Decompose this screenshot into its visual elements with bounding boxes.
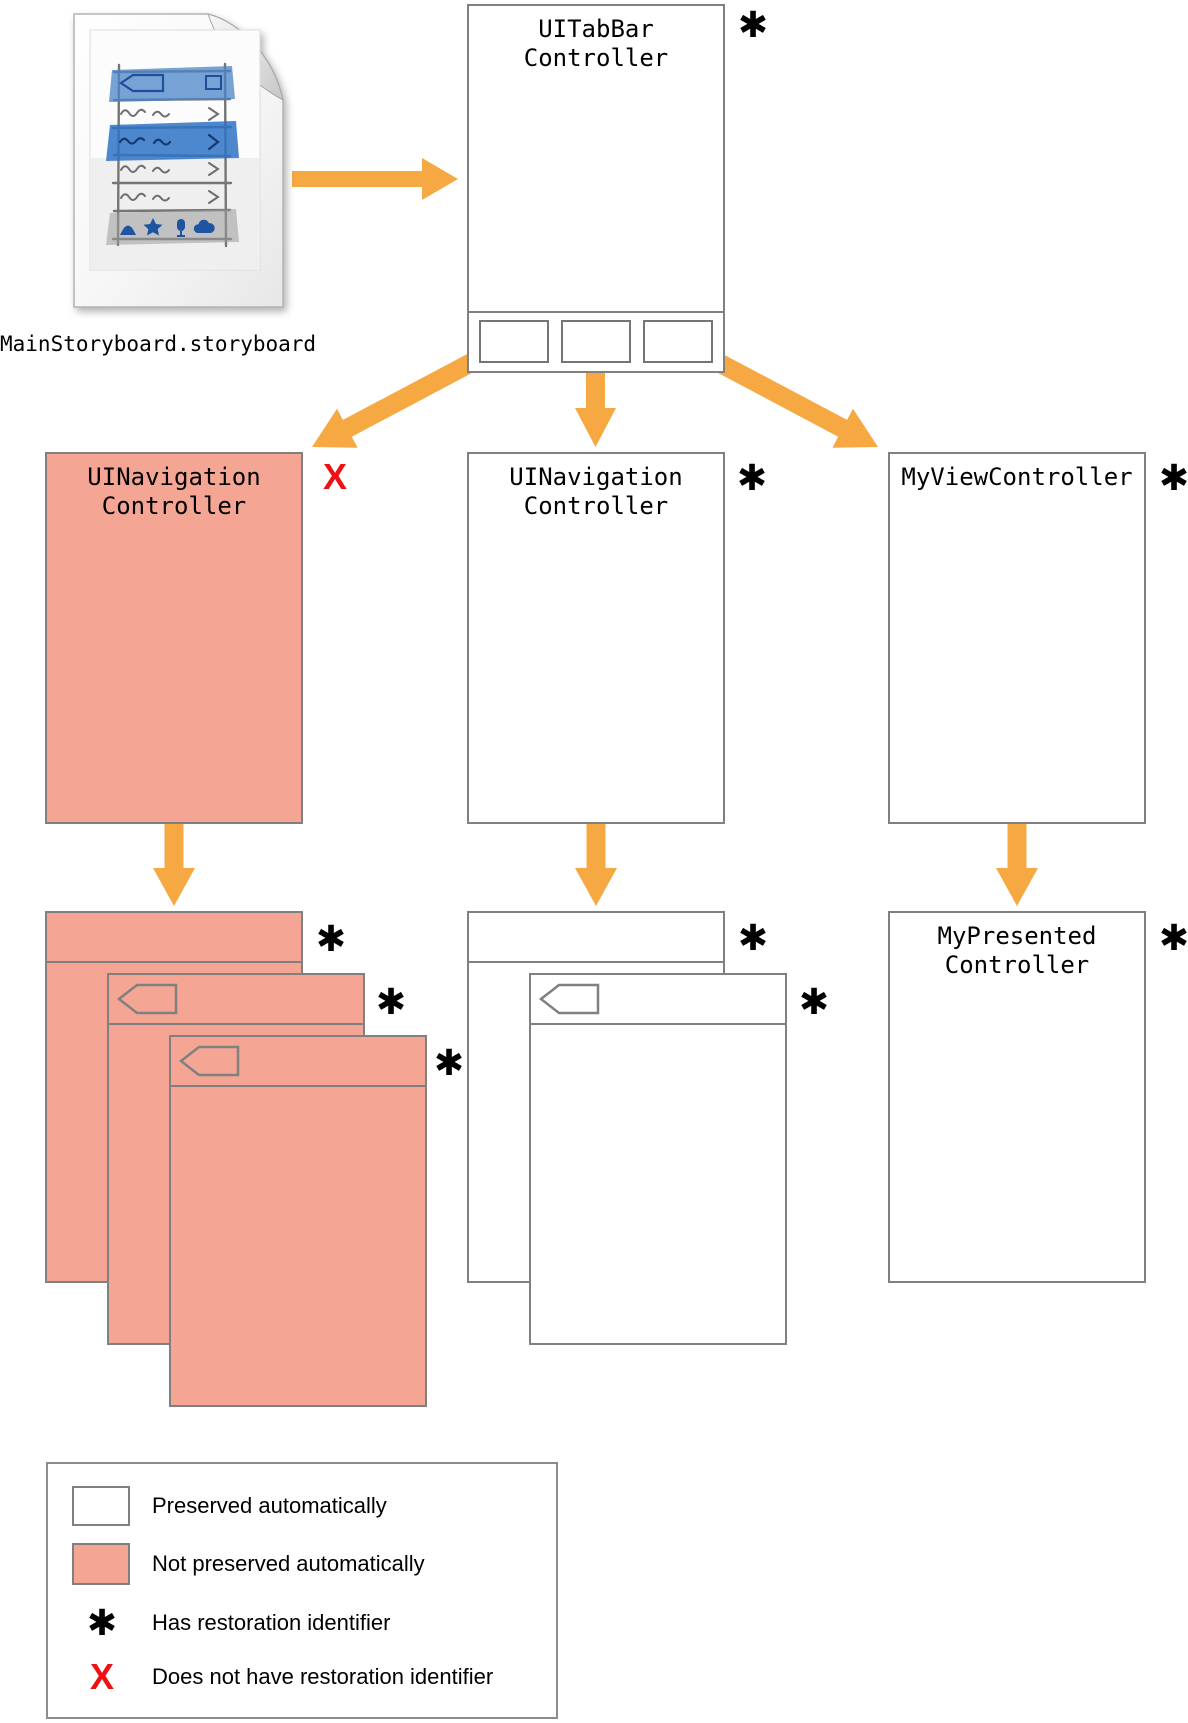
restoration-marker-left-card-3: ✱ (433, 1042, 465, 1084)
restoration-marker-middle-card-2: ✱ (798, 981, 830, 1023)
arrow-tabbar-to-nav-middle (575, 352, 616, 447)
arrow-myview-to-presented (996, 820, 1038, 906)
myviewcontroller-box: MyViewController (888, 452, 1146, 824)
uinavigationcontroller-not-preserved-title: UINavigation Controller (87, 463, 261, 520)
legend-swatch-preserved (72, 1486, 130, 1526)
legend-x-icon: X (89, 1656, 114, 1697)
myviewcontroller-title: MyViewController (901, 463, 1133, 491)
uinavigationcontroller-preserved-title: UINavigation Controller (509, 463, 683, 520)
restoration-marker-left-card-2: ✱ (375, 981, 407, 1023)
restoration-marker-middle-card-1: ✱ (737, 917, 769, 959)
arrow-tabbar-to-myview (690, 341, 878, 448)
mypresentedcontroller-box: MyPresented Controller (888, 911, 1146, 1283)
restoration-marker-myview: ✱ (1158, 457, 1188, 499)
restoration-marker-nav-middle: ✱ (736, 457, 768, 499)
uitabbarcontroller-box: UITabBar Controller (467, 4, 725, 313)
storyboard-sketch (89, 29, 261, 271)
sketch-navbar-highlight (109, 66, 235, 102)
card-navbar (109, 975, 363, 1025)
mypresentedcontroller-title: MyPresented Controller (937, 922, 1097, 979)
sketch-navbar-icon (205, 75, 222, 90)
arrow-storyboard-to-tabbar (292, 158, 458, 200)
uitabbarcontroller-title: UITabBar Controller (523, 15, 669, 72)
restoration-marker-mypresented: ✱ (1158, 917, 1188, 959)
uinavigationcontroller-not-preserved-box: UINavigation Controller (45, 452, 303, 824)
tab-bar-strip (467, 311, 725, 373)
sketch-back-button (119, 73, 165, 93)
card-navbar (47, 913, 301, 963)
nav-stack-card-pushed-2 (169, 1035, 427, 1407)
tab-item-placeholder-1 (479, 320, 549, 363)
tab-item-placeholder-2 (561, 320, 631, 363)
storyboard-file-icon (73, 13, 284, 308)
restoration-marker-tabbar: ✱ (737, 4, 769, 46)
sketch-selected-row-highlight (106, 121, 239, 161)
arrow-nav-middle-to-stack (575, 820, 617, 906)
legend-label-preserved: Preserved automatically (152, 1493, 387, 1518)
legend-label-has-identifier: Has restoration identifier (152, 1610, 391, 1635)
tab-item-placeholder-3 (643, 320, 713, 363)
legend-swatch-not-preserved (72, 1543, 130, 1585)
storyboard-file-label: MainStoryboard.storyboard (0, 332, 317, 356)
back-button-icon (539, 983, 600, 1015)
back-button-icon (117, 983, 178, 1015)
legend-label-no-identifier: Does not have restoration identifier (152, 1664, 494, 1689)
arrow-tabbar-to-nav-left (312, 341, 500, 448)
sketch-tabbar-icons (120, 218, 215, 237)
sketch-tabbar-band (106, 209, 239, 245)
restoration-marker-left-card-1: ✱ (315, 918, 347, 960)
legend-label-not-preserved: Not preserved automatically (152, 1551, 425, 1576)
nav-stack-card-pushed-1 (529, 973, 787, 1345)
back-button-icon (179, 1045, 240, 1077)
no-restoration-marker-nav-left: X (322, 456, 347, 497)
arrow-nav-left-to-stack (153, 820, 195, 906)
card-navbar (531, 975, 785, 1025)
legend-asterisk-icon: ✱ (86, 1602, 118, 1644)
card-navbar (469, 913, 723, 963)
uinavigationcontroller-preserved-box: UINavigation Controller (467, 452, 725, 824)
legend: Preserved automatically Not preserved au… (46, 1462, 558, 1719)
card-navbar (171, 1037, 425, 1087)
